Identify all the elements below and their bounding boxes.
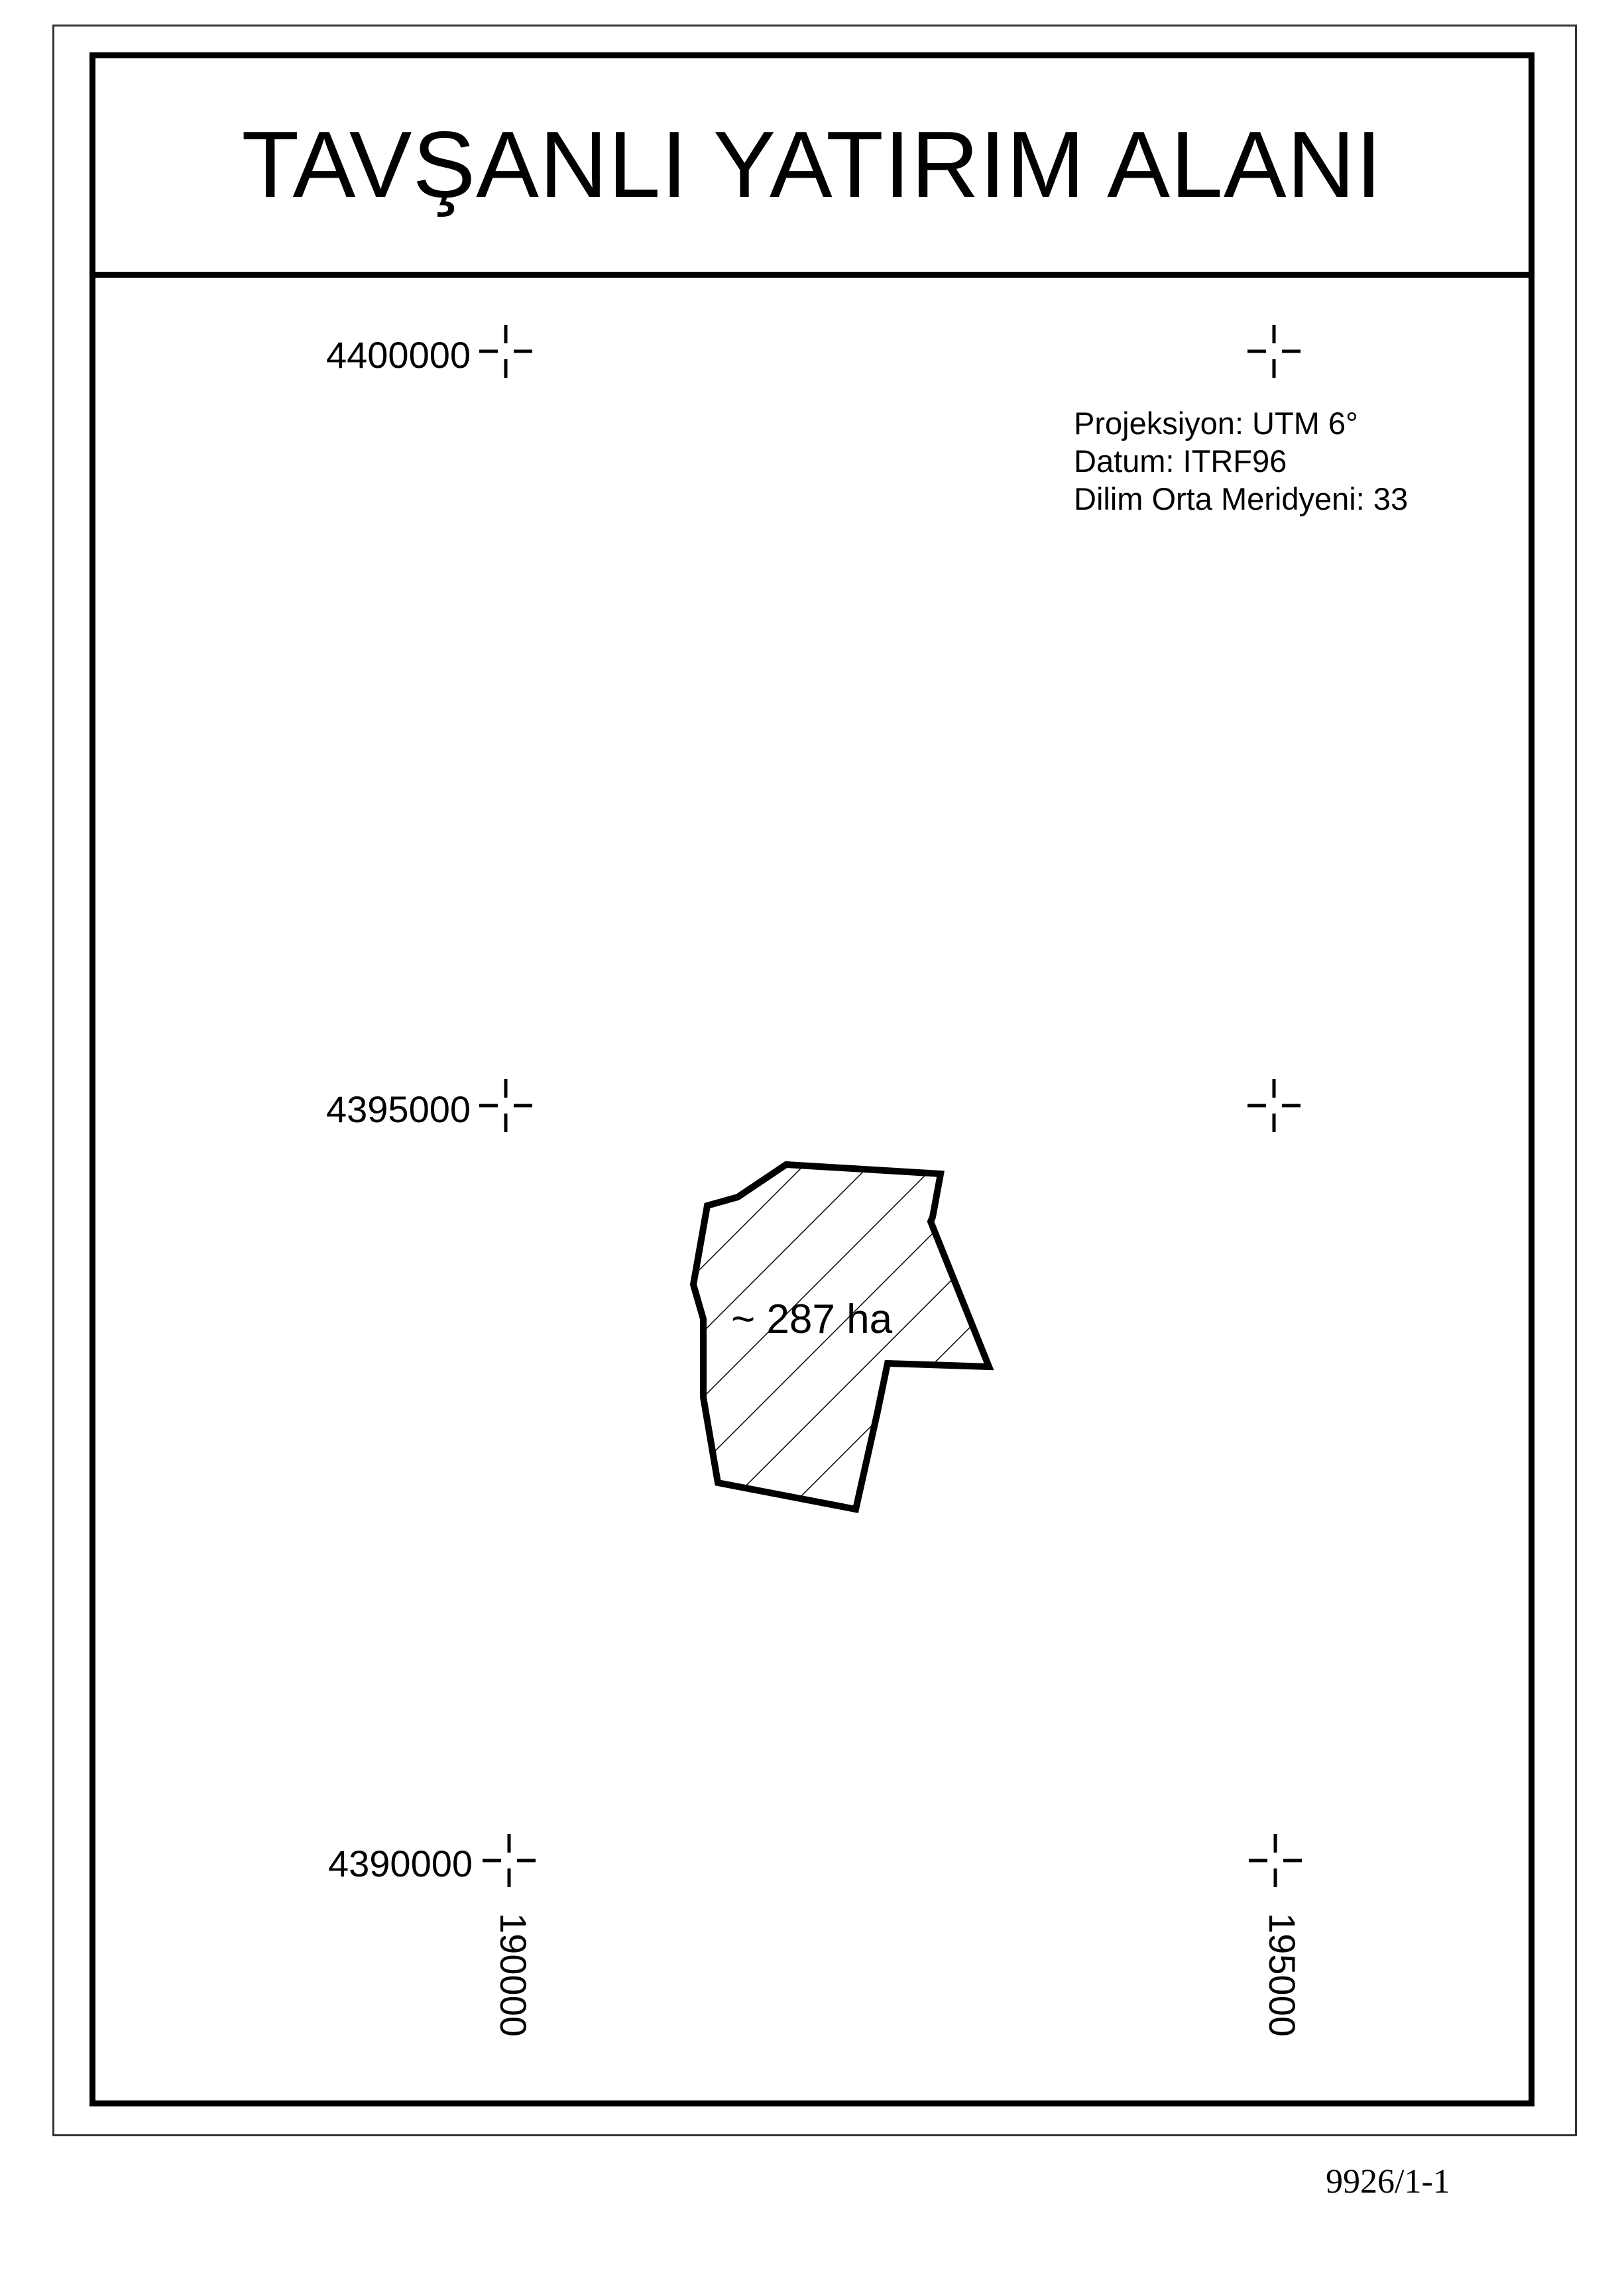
grid-cross-190000-4390000 [483,1834,536,1887]
grid-cross-195000-4395000 [1247,1079,1301,1132]
northing-label-4390000: 4390000 [327,1843,473,1884]
northing-label-4400000: 4400000 [325,334,471,376]
investment-area-parcel [689,1161,994,1513]
title-divider [89,272,1535,278]
parcel-area-label: ~ 287 ha [731,1296,893,1342]
grid-cross-190000-4395000 [479,1079,532,1132]
grid-cross-190000-4400000 [479,325,532,378]
grid-cross-195000-4400000 [1247,325,1301,378]
outer-frame [52,25,1577,2136]
sheet-number: 9926/1-1 [1326,2163,1450,2201]
northing-label-4395000: 4395000 [325,1088,471,1130]
projection-info: Projeksiyon: UTM 6° Datum: ITRF96 Dilim … [1074,404,1408,518]
grid-cross-195000-4390000 [1249,1834,1302,1887]
map-title: TAVŞANLI YATIRIM ALANI [241,112,1383,217]
projection-line: Projeksiyon: UTM 6° [1074,406,1358,441]
datum-line: Datum: ITRF96 [1074,443,1287,479]
map-frame [89,52,1535,2106]
central-meridian-line: Dilim Orta Meridyeni: 33 [1074,481,1409,516]
